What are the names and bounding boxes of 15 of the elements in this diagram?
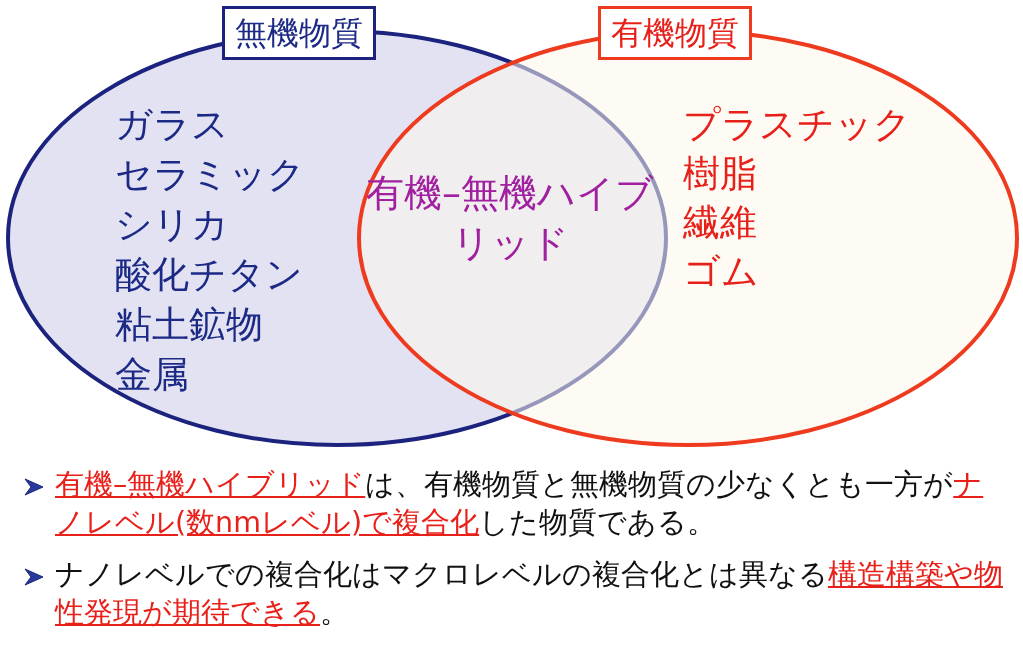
material-name: シリカ [115, 206, 229, 243]
category-heading: 無機物質 [222, 6, 376, 60]
bullet-text: ナノレベルでの複合化はマクロレベルの複合化とは異なる構造構築や物性発現が期待できる。 [55, 557, 1004, 631]
bullet-text: 有機–無機ハイブリッドは、有機物質と無機物質の少なくとも一方がナノレベル(数nmレベル)で複合化した物質である。 [55, 467, 985, 541]
material-name: ガラス [115, 106, 229, 143]
material-name: ゴム [683, 253, 759, 290]
overlap-label: 有機–無機ハイブリッド [365, 170, 655, 267]
material-name: 樹脂 [683, 155, 757, 192]
material-name: 粘土鉱物 [115, 306, 263, 343]
material-name: 繊維 [683, 204, 757, 241]
category-heading: 有機物質 [598, 6, 752, 60]
material-name: セラミック [115, 156, 305, 193]
material-name: 酸化チタン [115, 256, 303, 293]
material-name: 金属 [115, 356, 189, 393]
material-name: プラスチック [683, 106, 911, 143]
